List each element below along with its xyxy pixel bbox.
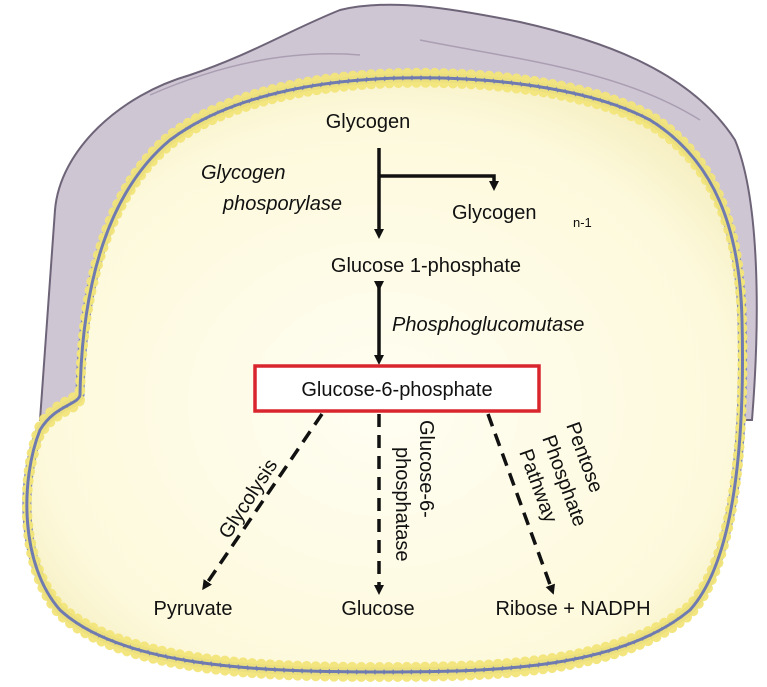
cell-dome-fold [149,39,701,121]
label-ribose-nadph: Ribose + NADPH [495,598,650,620]
label-g6pase-line2: phosphatase [391,447,413,562]
label-glycogen-n1-subscript: n-1 [573,215,592,230]
arrow-to-ribose [486,413,555,595]
label-glucose: Glucose [341,598,414,620]
label-glucose-1-phosphate: Glucose 1-phosphate [331,255,521,277]
label-glucose-6-phosphate: Glucose-6-phosphate [301,379,492,401]
label-enzyme-phosphorylase-line2: phosporylase [222,193,342,215]
arrow-to-pyruvate [202,413,324,591]
label-enzyme-phosphorylase-line1: Glycogen [201,162,286,184]
glucose-6-phosphate-box [253,364,541,413]
arrow-branch-to-glycogen-n1 [379,174,499,191]
label-pyruvate: Pyruvate [154,598,233,620]
label-glycogen-n1: Glycogen [452,202,537,224]
label-g6pase-line1: Glucose-6- [415,420,437,518]
label-enzyme-mutase: Phosphoglucomutase [392,314,584,336]
label-glycogen: Glycogen [326,111,411,133]
cell-membrane-core [25,76,744,674]
